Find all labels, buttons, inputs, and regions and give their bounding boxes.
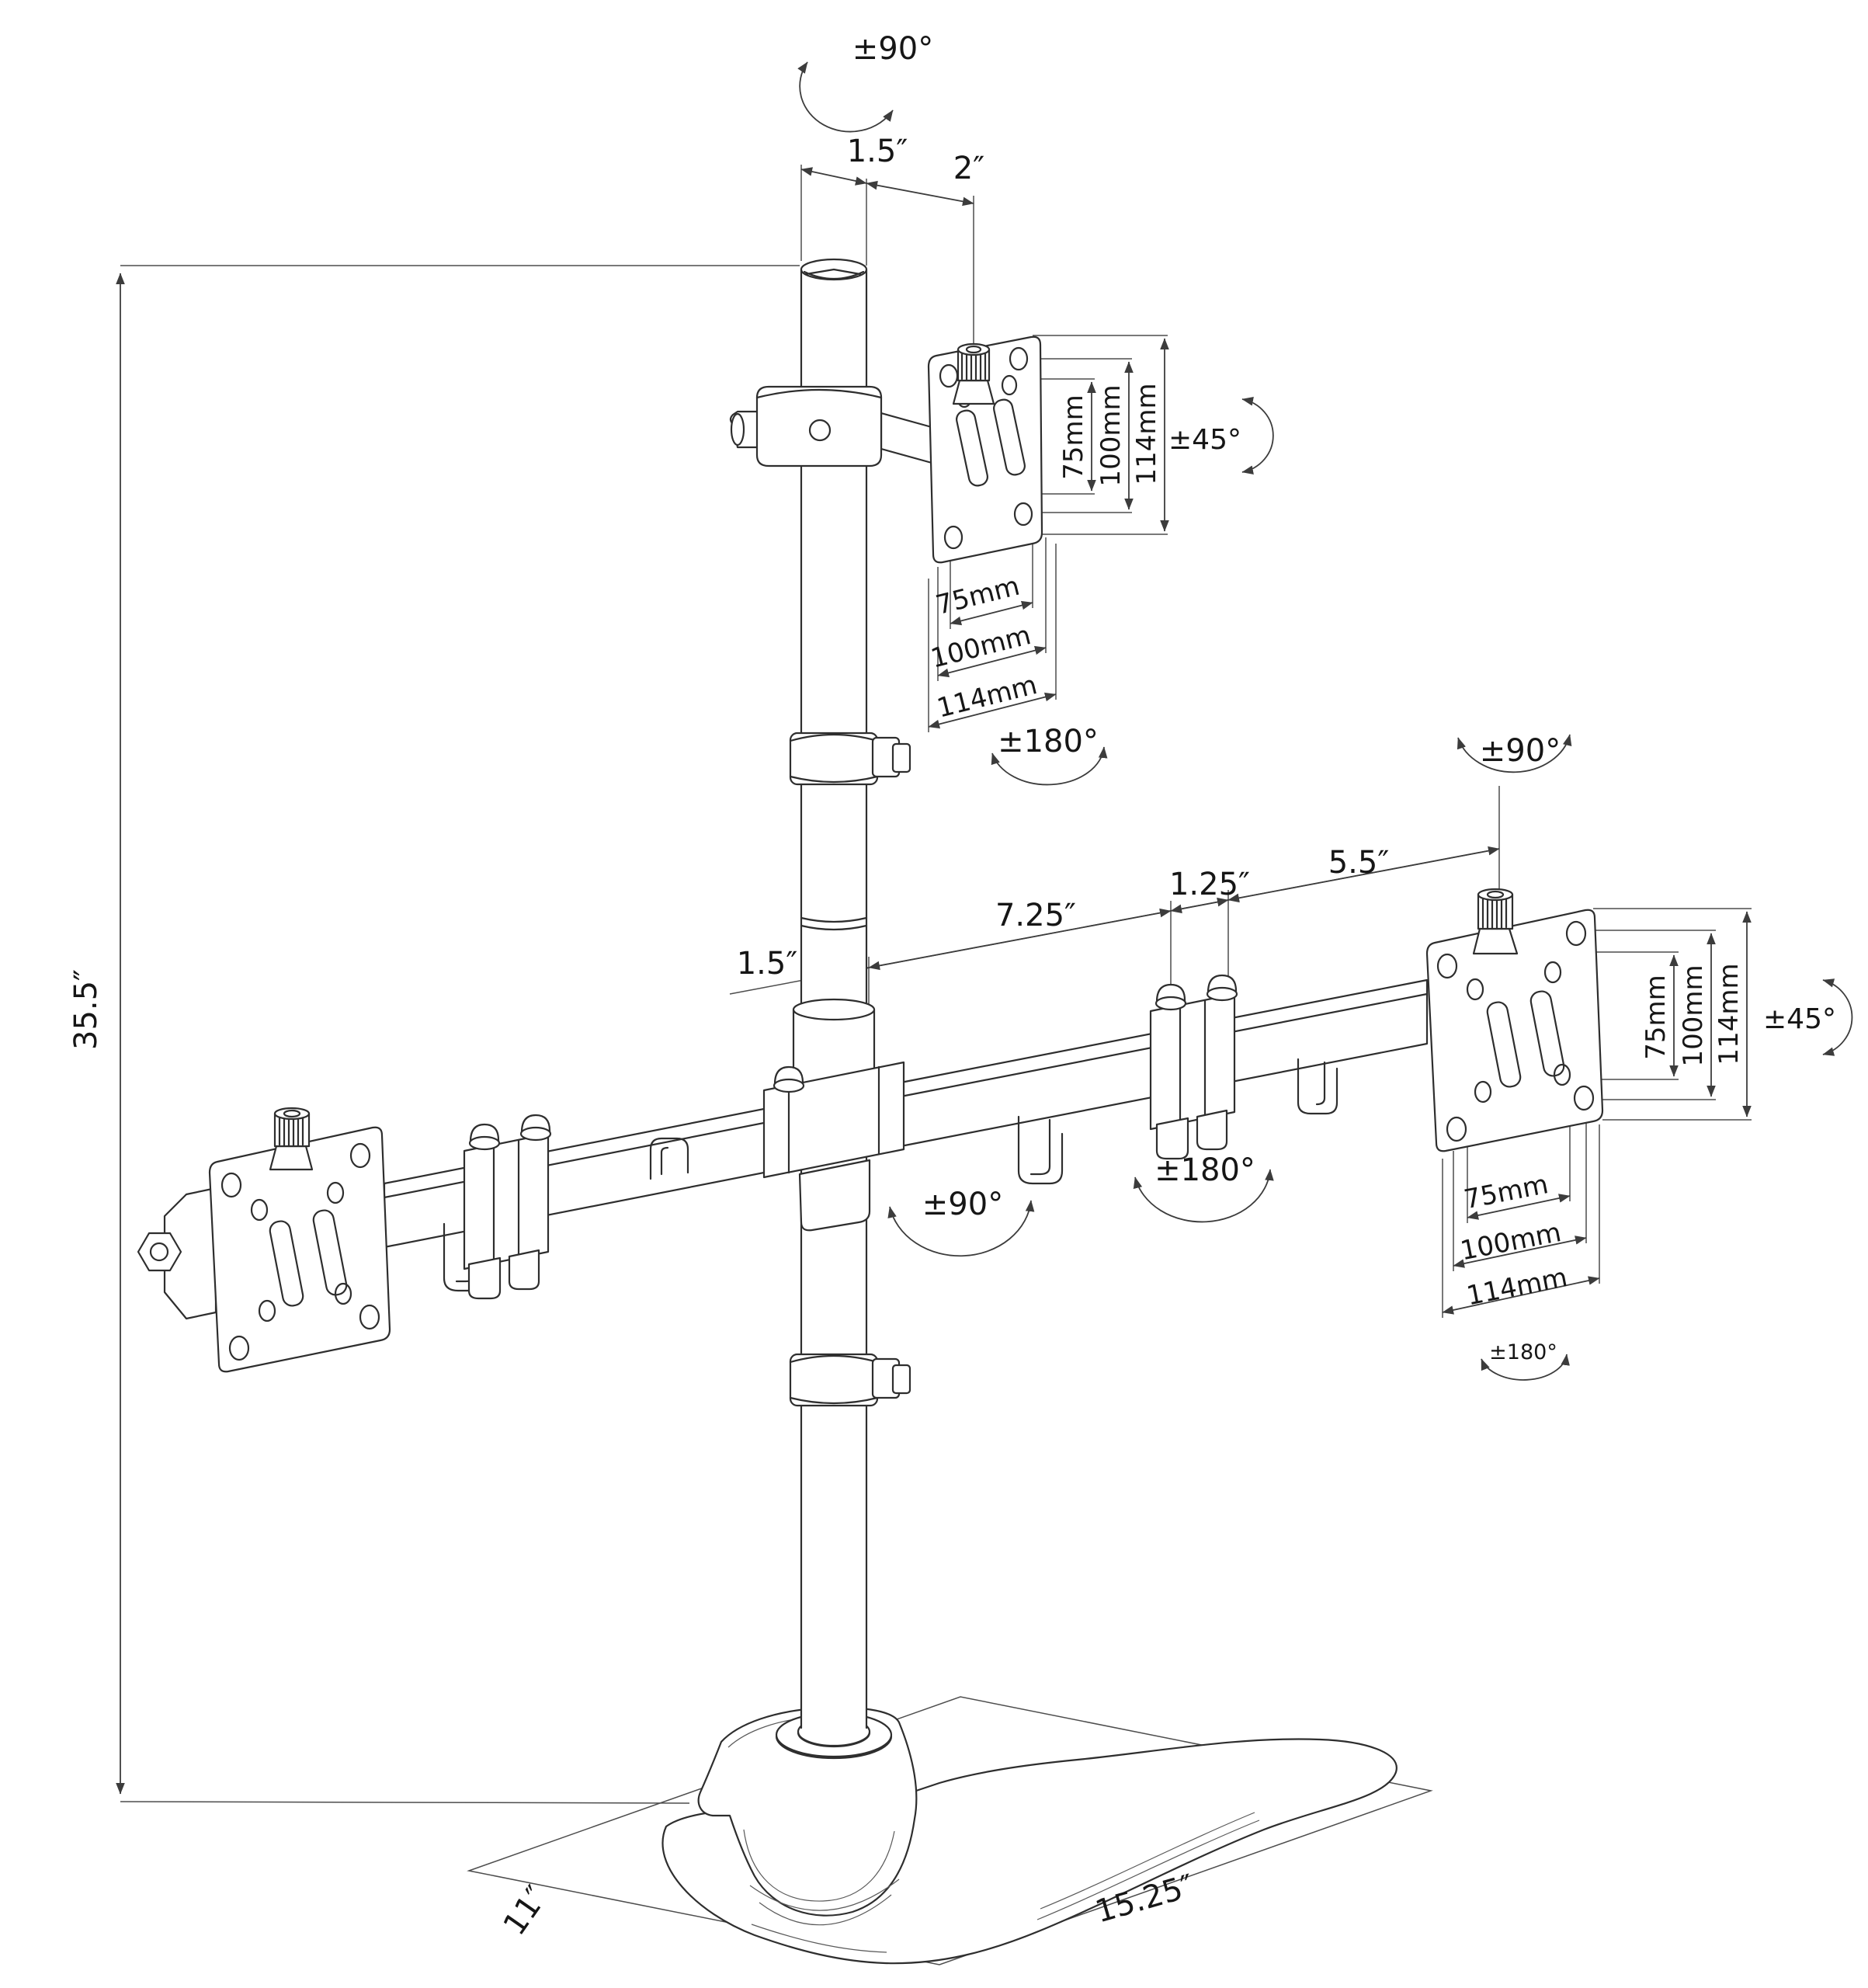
dim-top-vesa-v-75: 75mm (1058, 394, 1089, 480)
dim-right-vesa-v-75: 75mm (1641, 975, 1672, 1060)
dim-top-vesa-h-114: 114mm (934, 669, 1040, 725)
dim-arm-joint-width: 1.25″ (1169, 867, 1250, 902)
cable-clip-icon (649, 1137, 689, 1180)
left-arm (383, 1100, 805, 1292)
dim-mid-swivel: ±90° (922, 1187, 1003, 1222)
top-vesa-plate (927, 335, 1043, 564)
dim-top-swivel: ±90° (852, 31, 933, 67)
dim-arm-outer-span: 5.5″ (1328, 845, 1390, 881)
right-arm-joint (1149, 974, 1238, 1160)
tension-knob-icon (1472, 888, 1519, 955)
dim-plate-offset: 2″ (953, 151, 984, 186)
top-pole-clamp (729, 385, 933, 467)
pole-clamp-lower (789, 1353, 911, 1407)
dim-top-vesa-v-100: 100mm (1095, 384, 1127, 486)
dim-base-depth: 11″ (497, 1879, 555, 1941)
pole (775, 258, 893, 1760)
cable-clip-icon (1297, 1058, 1339, 1115)
dim-pole-diameter: 1.5″ (847, 134, 908, 169)
dim-arm-inner-span: 7.25″ (995, 898, 1076, 933)
dim-right-rotation: ±180° (1489, 1340, 1557, 1364)
dim-right-vesa-v-114: 114mm (1713, 963, 1745, 1065)
dim-column-height: 35.5″ (68, 969, 104, 1050)
base (661, 1706, 1398, 1965)
dim-top-tilt: ±45° (1168, 424, 1241, 456)
dim-right-vesa-h-114: 114mm (1464, 1262, 1570, 1312)
left-vesa-plate (137, 1107, 391, 1373)
dim-top-vesa-h-100: 100mm (928, 620, 1034, 675)
dim-right-swivel: ±90° (1480, 733, 1561, 769)
pole-clamp-upper (789, 732, 911, 786)
dim-right-tilt: ±45° (1763, 1003, 1836, 1035)
tension-knob-icon (952, 342, 995, 405)
dim-top-vesa-v-114: 114mm (1131, 383, 1162, 485)
cable-clip-icon (1017, 1115, 1064, 1185)
center-pole-bracket (762, 1061, 905, 1232)
dim-right-vesa-h-75: 75mm (1461, 1169, 1550, 1215)
dim-top-vesa-h-75: 75mm (932, 571, 1023, 621)
dim-top-rotation: ±180° (998, 724, 1099, 759)
dim-right-vesa-h-100: 100mm (1458, 1217, 1564, 1267)
dim-column-diameter: 1.5″ (737, 946, 798, 982)
right-vesa-plate (1425, 888, 1604, 1152)
tension-knob-icon (269, 1107, 314, 1171)
dim-right-vesa-v-100: 100mm (1678, 964, 1709, 1066)
left-arm-joint (463, 1114, 552, 1300)
dim-mid-rotation: ±180° (1154, 1152, 1255, 1188)
